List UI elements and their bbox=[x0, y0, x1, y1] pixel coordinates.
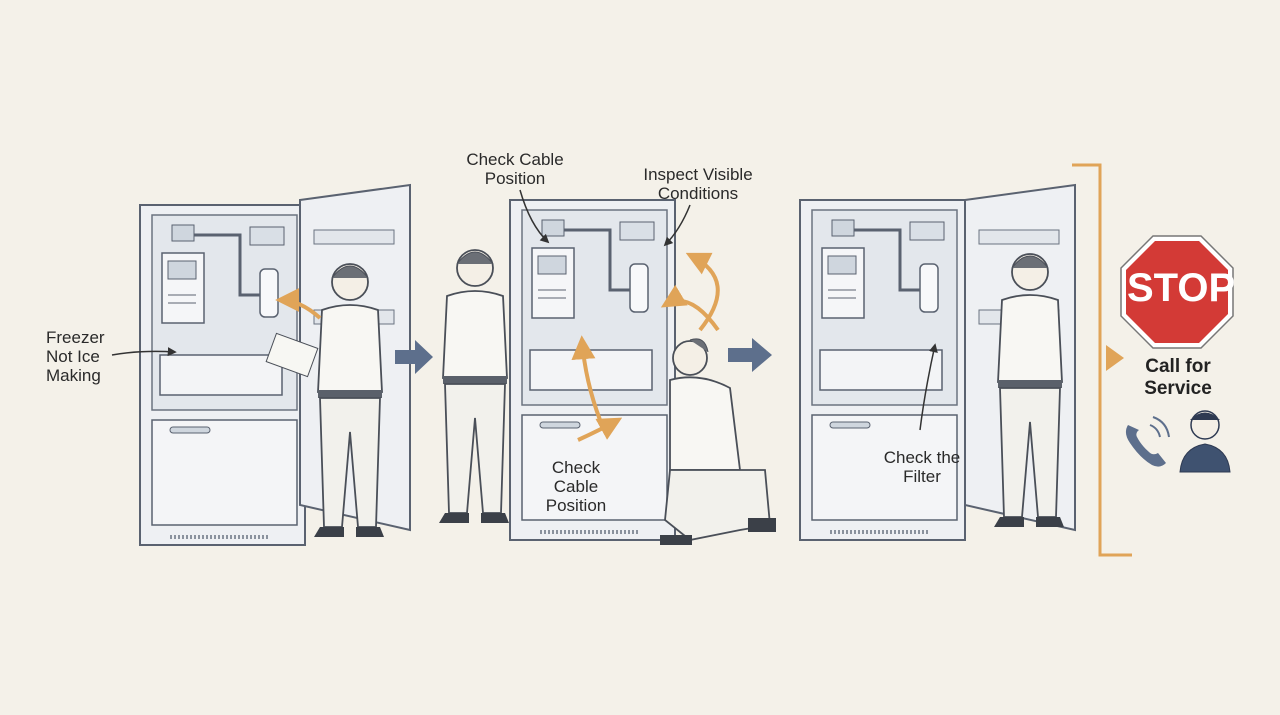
step-3-scene bbox=[798, 184, 1076, 542]
service-person-icon bbox=[1179, 410, 1231, 473]
bracket-line bbox=[1072, 163, 1132, 557]
pointer-arrow bbox=[685, 252, 720, 332]
step-4-label: Call for Service bbox=[1144, 356, 1212, 399]
step-2-label-inspect: Inspect Visible Conditions bbox=[643, 165, 753, 203]
pointer-arrow bbox=[663, 204, 691, 247]
phone-icon bbox=[1125, 416, 1170, 467]
pointer-arrow bbox=[519, 189, 550, 244]
clipboard-icon bbox=[265, 332, 319, 378]
pointer-arrow bbox=[577, 417, 623, 442]
pointer-arrow bbox=[660, 284, 720, 332]
technician-icon bbox=[438, 249, 510, 524]
refrigerator-icon bbox=[798, 198, 967, 542]
step-1-scene bbox=[111, 184, 411, 547]
step-3-label: Check the Filter bbox=[883, 448, 961, 486]
refrigerator-icon bbox=[138, 203, 307, 547]
technician-kneeling-icon bbox=[660, 338, 776, 545]
flow-arrow-icon bbox=[1106, 345, 1124, 371]
step-2-label-bottom: Check Cable Position bbox=[545, 458, 607, 515]
pointer-arrow bbox=[919, 343, 938, 431]
step-1-label: Freezer Not Ice Making bbox=[46, 328, 105, 385]
pointer-arrow bbox=[275, 288, 322, 320]
pointer-arrow bbox=[111, 347, 177, 357]
pointer-arrow bbox=[571, 335, 602, 421]
step-2-label-top: Check Cable Position bbox=[466, 150, 564, 188]
flow-arrow-icon bbox=[395, 340, 433, 374]
stop-sign-text: STOP bbox=[1127, 266, 1236, 310]
stop-sign-icon bbox=[1120, 235, 1234, 349]
flow-arrow-icon bbox=[728, 338, 772, 372]
step-2-scene bbox=[438, 189, 776, 545]
